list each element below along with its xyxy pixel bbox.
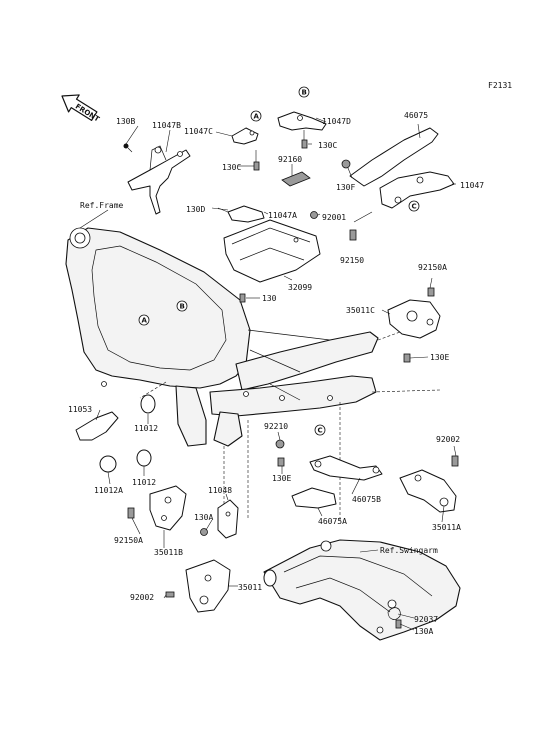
bracket-35011 (185, 559, 231, 613)
callout-a-top: A (250, 110, 262, 122)
label-92210: 92210 (264, 422, 288, 431)
svg-text:B: B (180, 303, 185, 311)
bracket-35011b (149, 485, 187, 531)
label-11048: 11048 (208, 486, 232, 495)
footrest-bar-46075 (349, 127, 455, 209)
bolt-130c-upper-icon (301, 130, 308, 149)
label-32099: 32099 (288, 283, 312, 292)
label-35011b: 35011B (154, 548, 183, 557)
bracket-35011c (387, 299, 441, 339)
label-11012a: 11012A (94, 486, 123, 495)
label-92150a-top: 92150A (418, 263, 447, 272)
bolt-130-icon (239, 293, 246, 303)
svg-text:C: C (318, 427, 323, 435)
swingarm (263, 539, 461, 641)
label-11012-upper: 11012 (134, 424, 158, 433)
label-46075b: 46075B (352, 495, 381, 504)
label-130c-mid: 130C (222, 163, 241, 172)
main-frame (65, 227, 379, 447)
label-92150: 92150 (340, 256, 364, 265)
label-130c-upper: 130C (318, 141, 337, 150)
bracket-11048 (217, 499, 239, 539)
label-130e-center: 130E (272, 474, 291, 483)
bolt-130f-icon (341, 159, 351, 169)
label-92001: 92001 (322, 213, 346, 222)
svg-text:A: A (142, 317, 148, 325)
label-35011c: 35011C (346, 306, 375, 315)
bolt-92150a-bottom-icon (127, 507, 135, 519)
label-11047b: 11047B (152, 121, 181, 130)
pad-92160 (281, 171, 311, 187)
label-11047d: 11047D (322, 117, 351, 126)
bolt-130a-right-icon (395, 619, 402, 629)
bracket-11047d (277, 111, 327, 131)
bolt-92002-right-icon (451, 455, 459, 467)
label-ref-frame: Ref.Frame (80, 201, 124, 210)
label-92002-left: 92002 (130, 593, 154, 602)
label-35011: 35011 (238, 583, 262, 592)
front-arrow-icon: FRONT (61, 94, 101, 124)
label-11053: 11053 (68, 405, 92, 414)
callout-a-frame: A (138, 314, 150, 326)
bolt-130c-icon (253, 150, 260, 171)
bracket-35011a (399, 469, 457, 513)
bracket-11047b (127, 145, 191, 215)
bolt-92002-left-icon (165, 591, 175, 598)
grommet-11012a (99, 455, 117, 473)
svg-text:B: B (302, 89, 307, 97)
label-46075a: 46075A (318, 517, 347, 526)
bolt-92150-icon (349, 211, 373, 241)
grommet-11012-upper (140, 394, 156, 414)
label-130a-left: 130A (194, 513, 213, 522)
label-11047a: 11047A (268, 211, 297, 220)
figure-code: F2131 (488, 81, 512, 90)
svg-text:A: A (254, 113, 260, 121)
label-35011a: 35011A (432, 523, 461, 532)
bolt-130e-right-icon (403, 353, 411, 363)
bolt-92001-icon (310, 211, 318, 219)
bolt-130e-center-icon (277, 457, 285, 467)
cover-11053 (75, 411, 119, 441)
callout-b-frame: B (176, 300, 188, 312)
label-130: 130 (262, 294, 277, 303)
bracket-11047c (231, 127, 259, 145)
label-92037: 92037 (414, 615, 438, 624)
label-92002-right: 92002 (436, 435, 460, 444)
label-ref-swingarm: Ref.Swingarm (380, 546, 438, 555)
bracket-11047a (227, 205, 265, 223)
callout-b-top: B (298, 86, 310, 98)
callout-c-top: C (408, 200, 420, 212)
bolt-92150a-top-icon (427, 287, 435, 297)
label-130e-right: 130E (430, 353, 449, 362)
label-92150a-bottom: 92150A (114, 536, 143, 545)
label-46075: 46075 (404, 111, 428, 120)
label-11047: 11047 (460, 181, 484, 190)
leader-lines (79, 117, 457, 631)
bolt-130a-left-icon (200, 528, 208, 536)
label-92160: 92160 (278, 155, 302, 164)
label-130d: 130D (186, 205, 205, 214)
link-46075b (309, 455, 383, 481)
label-11047c: 11047C (184, 127, 213, 136)
part-labels: 130B 11047B 11047C 130C 130C 11047D 9216… (68, 111, 484, 636)
label-130f: 130F (336, 183, 355, 192)
svg-text:C: C (412, 203, 417, 211)
label-130b: 130B (116, 117, 135, 126)
grommet-11012-lower (136, 449, 152, 467)
bolt-130b-icon (123, 143, 133, 153)
clip-92037 (387, 607, 401, 620)
battery-tray-32099 (223, 219, 321, 283)
callout-c-frame: C (314, 424, 326, 436)
nut-92210 (275, 439, 285, 449)
label-130a-right: 130A (414, 627, 433, 636)
link-46075a (291, 487, 337, 509)
label-11012-lower: 11012 (132, 478, 156, 487)
